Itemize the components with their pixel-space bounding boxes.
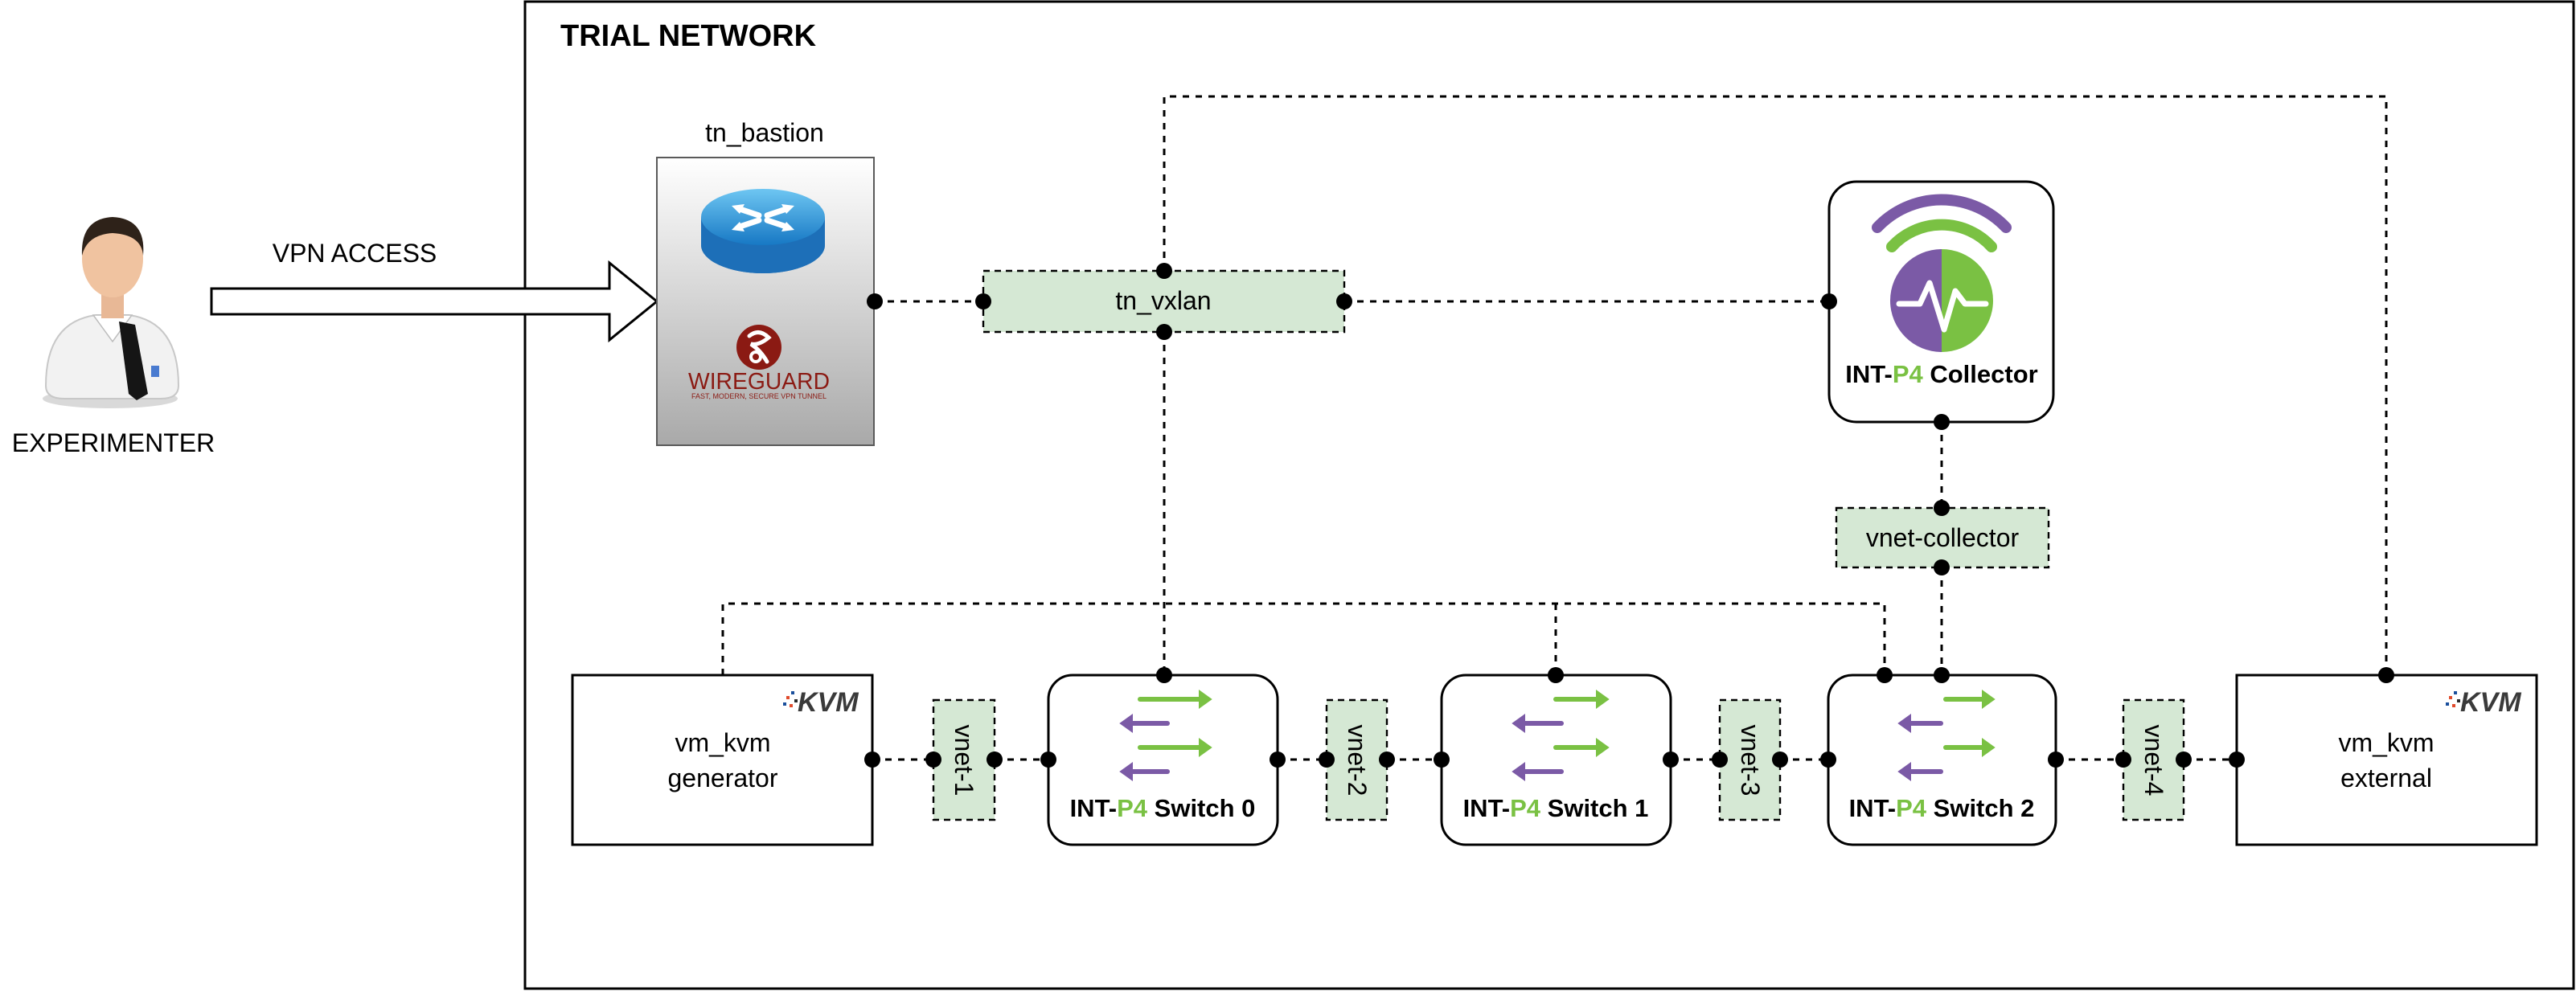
kvm-logo-generator [783,691,798,707]
switch-2-label: INT-P4 Switch 2 [1849,794,2035,822]
int-p4-collector-icon [1872,194,2012,352]
kvm-badge-external: KVM [2460,687,2521,718]
link-vxlan-external-top [1163,95,2388,675]
external-line1: vm_kvm [2338,728,2434,757]
links [721,95,2388,761]
vpn-access-arrow [210,260,659,343]
vnet-2-label: vnet-2 [1343,725,1372,796]
switch-2: INT-P4 Switch 2 [1827,674,2057,846]
vnet-1-box [932,698,996,821]
wireguard-tagline: FAST, MODERN, SECURE VPN TUNNEL [691,392,827,400]
connection-points [864,263,2394,768]
vnet-4: vnet-4 [2122,698,2185,821]
vnet-1-label: vnet-1 [950,725,978,796]
trial-network-frame [523,0,2575,990]
wireguard-name: WIREGUARD [688,369,830,395]
vnet-3: vnet-3 [1718,698,1782,821]
vxlan-label: tn_vxlan [1115,286,1211,315]
vnet-2-box [1325,698,1388,821]
external-line2: external [2340,764,2432,792]
router-icon [701,189,825,273]
wireguard-logo [736,325,781,370]
vnet-collector-label: vnet-collector [1866,523,2020,552]
vnet-3-label: vnet-3 [1736,725,1765,796]
vnet-3-box [1718,698,1782,821]
vxlan-box [982,269,1346,334]
vnet-4-label: vnet-4 [2139,725,2168,796]
trial-network-title: TRIAL NETWORK [560,19,817,53]
collector-p4-text: P4 [1893,360,1924,388]
switch-1: INT-P4 Switch 1 [1440,674,1672,846]
link-generator-switch1-switch2 [721,602,1886,675]
vnet-1: vnet-1 [932,698,996,821]
switch-0-arrows-icon [1119,690,1212,781]
kvm-badge-generator: KVM [798,687,859,718]
vnet-2: vnet-2 [1325,698,1388,821]
vnet-4-box [2122,698,2185,821]
bastion-label: tn_bastion [705,118,824,147]
experimenter-avatar [43,217,180,408]
collector-label: INT-P4 Collector [1845,360,2037,388]
generator-line2: generator [668,764,778,792]
switch-2-arrows-icon [1897,690,1996,781]
kvm-logo-external [2446,691,2460,707]
switch-1-label: INT-P4 Switch 1 [1463,794,1649,822]
switch-1-arrows-icon [1512,690,1610,781]
vpn-access-label: VPN ACCESS [273,239,437,268]
generator-line1: vm_kvm [675,728,770,757]
switch-0-label: INT-P4 Switch 0 [1070,794,1256,822]
experimenter-label: EXPERIMENTER [12,428,215,457]
switch-0: INT-P4 Switch 0 [1047,674,1279,846]
